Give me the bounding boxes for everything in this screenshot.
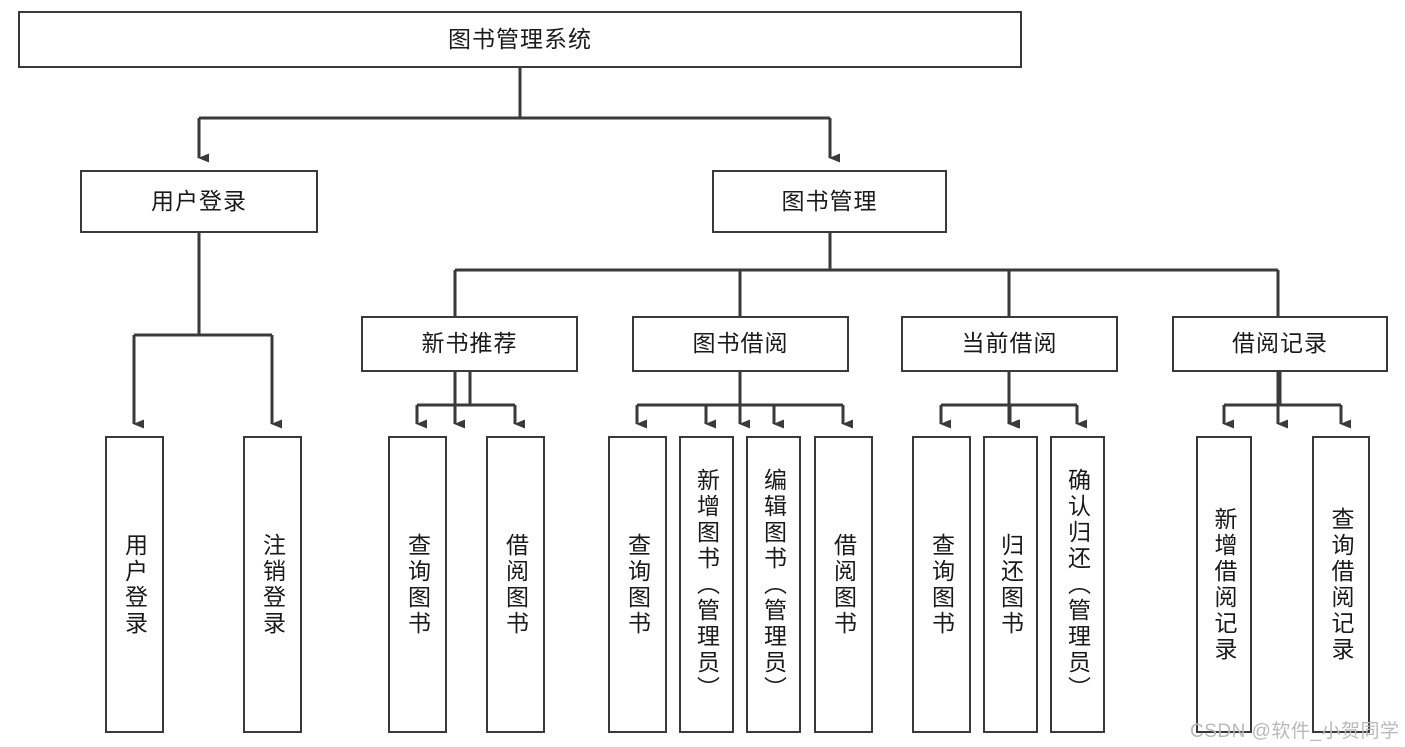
node-new-book-rec-label: 新书推荐 (421, 330, 518, 357)
node-leaf-edit-book-label: 编辑图书（管理员） (760, 467, 787, 702)
node-book-borrow[interactable]: 图书借阅 (632, 316, 849, 372)
node-leaf-borrow-book-1-label: 借阅图书 (502, 532, 529, 637)
node-new-book-rec[interactable]: 新书推荐 (361, 316, 578, 372)
node-borrow-record-label: 借阅记录 (1232, 330, 1328, 357)
node-leaf-query-book-1-label: 查询图书 (404, 532, 431, 637)
node-leaf-borrow-book-1[interactable]: 借阅图书 (486, 436, 545, 733)
node-leaf-query-book-1[interactable]: 查询图书 (388, 436, 447, 733)
node-leaf-query-record[interactable]: 查询借阅记录 (1312, 436, 1370, 733)
node-user-login-label: 用户登录 (151, 187, 247, 214)
node-leaf-query-book-3-label: 查询图书 (928, 532, 955, 637)
node-book-manage[interactable]: 图书管理 (712, 170, 947, 233)
node-root[interactable]: 图书管理系统 (18, 11, 1022, 68)
node-leaf-borrow-book-2-label: 借阅图书 (830, 532, 857, 637)
node-leaf-confirm-return[interactable]: 确认归还（管理员） (1050, 436, 1105, 733)
csdn-watermark: CSDN @软件_小贺同学 (1190, 721, 1400, 742)
node-leaf-return-book-label: 归还图书 (997, 532, 1024, 637)
node-leaf-borrow-book-2[interactable]: 借阅图书 (814, 436, 873, 733)
node-leaf-query-book-2[interactable]: 查询图书 (608, 436, 667, 733)
node-book-borrow-label: 图书借阅 (692, 330, 789, 357)
node-leaf-user-login-label: 用户登录 (121, 532, 148, 637)
node-root-label: 图书管理系统 (448, 25, 592, 52)
node-borrow-record[interactable]: 借阅记录 (1172, 316, 1388, 372)
node-book-manage-label: 图书管理 (781, 187, 878, 214)
node-leaf-logout[interactable]: 注销登录 (243, 436, 302, 733)
node-leaf-query-record-label: 查询借阅记录 (1328, 506, 1354, 663)
node-leaf-user-login[interactable]: 用户登录 (105, 436, 164, 733)
node-leaf-add-book[interactable]: 新增图书（管理员） (679, 436, 734, 733)
node-leaf-query-book-2-label: 查询图书 (624, 532, 651, 637)
node-current-borrow-label: 当前借阅 (961, 330, 1058, 357)
node-leaf-logout-label: 注销登录 (259, 532, 286, 637)
node-leaf-add-record-label: 新增借阅记录 (1211, 506, 1237, 663)
node-leaf-return-book[interactable]: 归还图书 (983, 436, 1038, 733)
node-leaf-query-book-3[interactable]: 查询图书 (912, 436, 971, 733)
node-user-login[interactable]: 用户登录 (80, 170, 318, 233)
node-leaf-add-book-label: 新增图书（管理员） (693, 467, 720, 702)
node-leaf-confirm-return-label: 确认归还（管理员） (1064, 467, 1091, 702)
node-current-borrow[interactable]: 当前借阅 (901, 316, 1118, 372)
node-leaf-add-record[interactable]: 新增借阅记录 (1196, 436, 1252, 733)
node-leaf-edit-book[interactable]: 编辑图书（管理员） (746, 436, 801, 733)
